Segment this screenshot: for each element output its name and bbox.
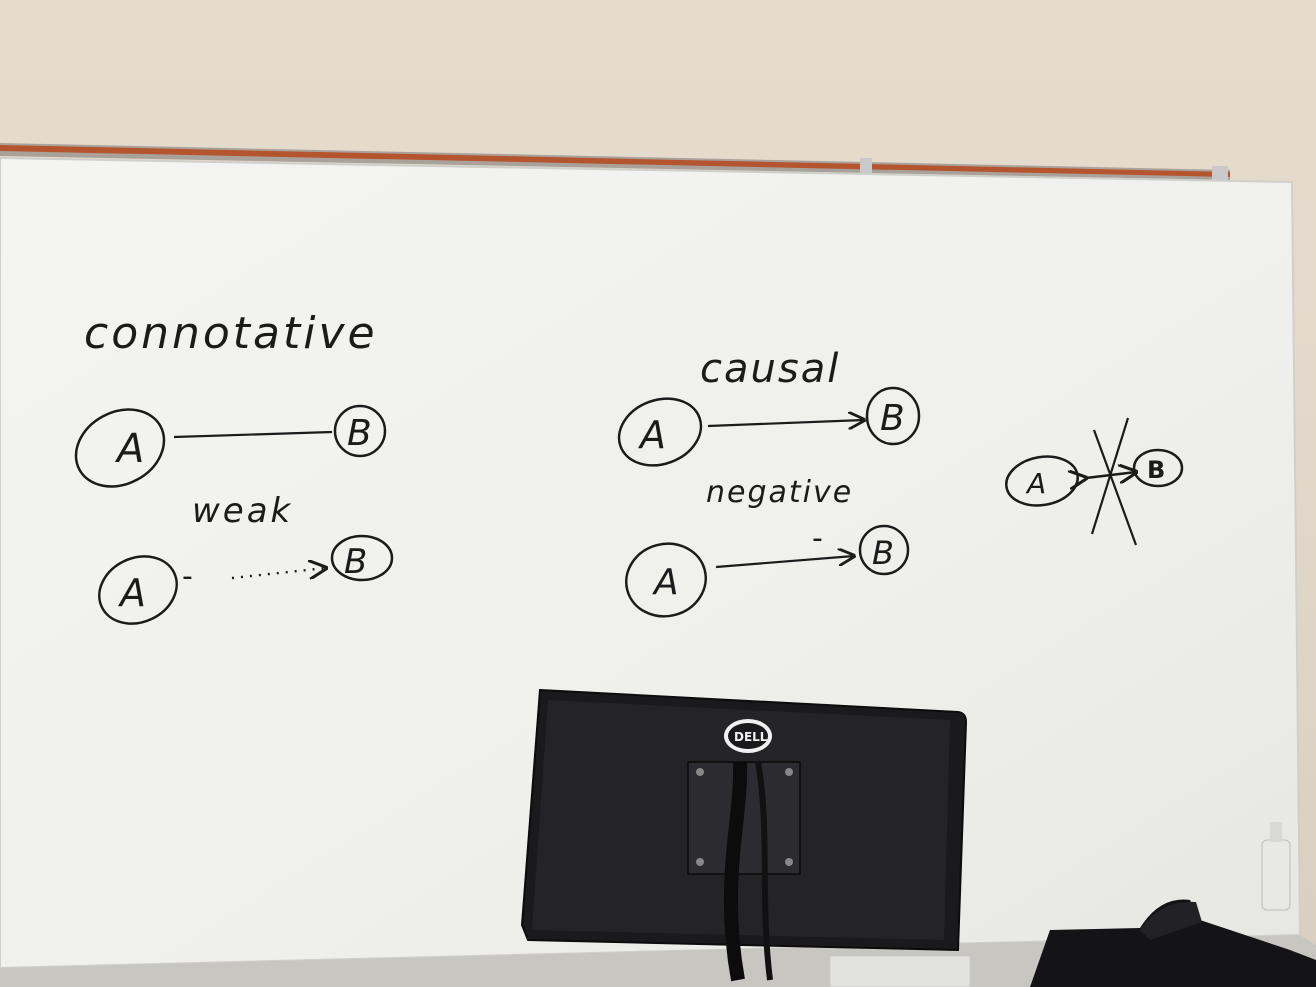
node-a: A (114, 426, 144, 472)
node-circle-a (617, 397, 703, 467)
node-circle-b (333, 404, 387, 458)
cross-out-stroke (1092, 429, 1138, 546)
monitor: DELL (520, 688, 968, 982)
node-a: A (652, 562, 679, 603)
negative-arrow (715, 556, 854, 569)
marker-rail (0, 143, 1230, 186)
label-connotative: connotative (84, 308, 378, 359)
connotative-link (173, 430, 333, 439)
weak-diagram: A - B (98, 534, 394, 625)
node-circle-a (625, 542, 707, 618)
minus-sign: - (812, 521, 823, 556)
node-b: B (872, 534, 894, 572)
minus-sign: - (182, 559, 193, 594)
node-b: B (880, 398, 905, 439)
node-b: B (344, 542, 367, 582)
connotative-diagram: A B (74, 404, 387, 488)
negative-diagram: A - B (625, 521, 910, 618)
node-circle-b (1132, 448, 1184, 488)
desk-phone (1030, 899, 1316, 987)
node-b: B (1147, 456, 1165, 484)
node-circle-b (865, 386, 921, 446)
cleaner-bottle (1261, 822, 1291, 911)
rail-clip (860, 158, 872, 176)
marker-tray (0, 935, 1316, 987)
crossed-out-diagram: A B (1005, 417, 1184, 546)
node-b: B (347, 413, 372, 454)
node-a: A (637, 413, 666, 457)
node-a: A (117, 571, 146, 615)
label-weak: weak (192, 491, 293, 531)
node-circle-a (98, 555, 178, 625)
node-a: A (1025, 467, 1046, 500)
monitor-cable (723, 761, 748, 982)
label-negative: negative (706, 475, 853, 510)
monitor-brand: DELL (734, 730, 768, 744)
paper-box (829, 955, 971, 987)
node-circle-b (858, 524, 910, 576)
causal-diagram: A B (617, 386, 921, 467)
label-causal: causal (700, 346, 840, 392)
node-circle-a (74, 408, 166, 488)
causal-arrow (707, 420, 864, 426)
node-circle-b (330, 534, 394, 582)
